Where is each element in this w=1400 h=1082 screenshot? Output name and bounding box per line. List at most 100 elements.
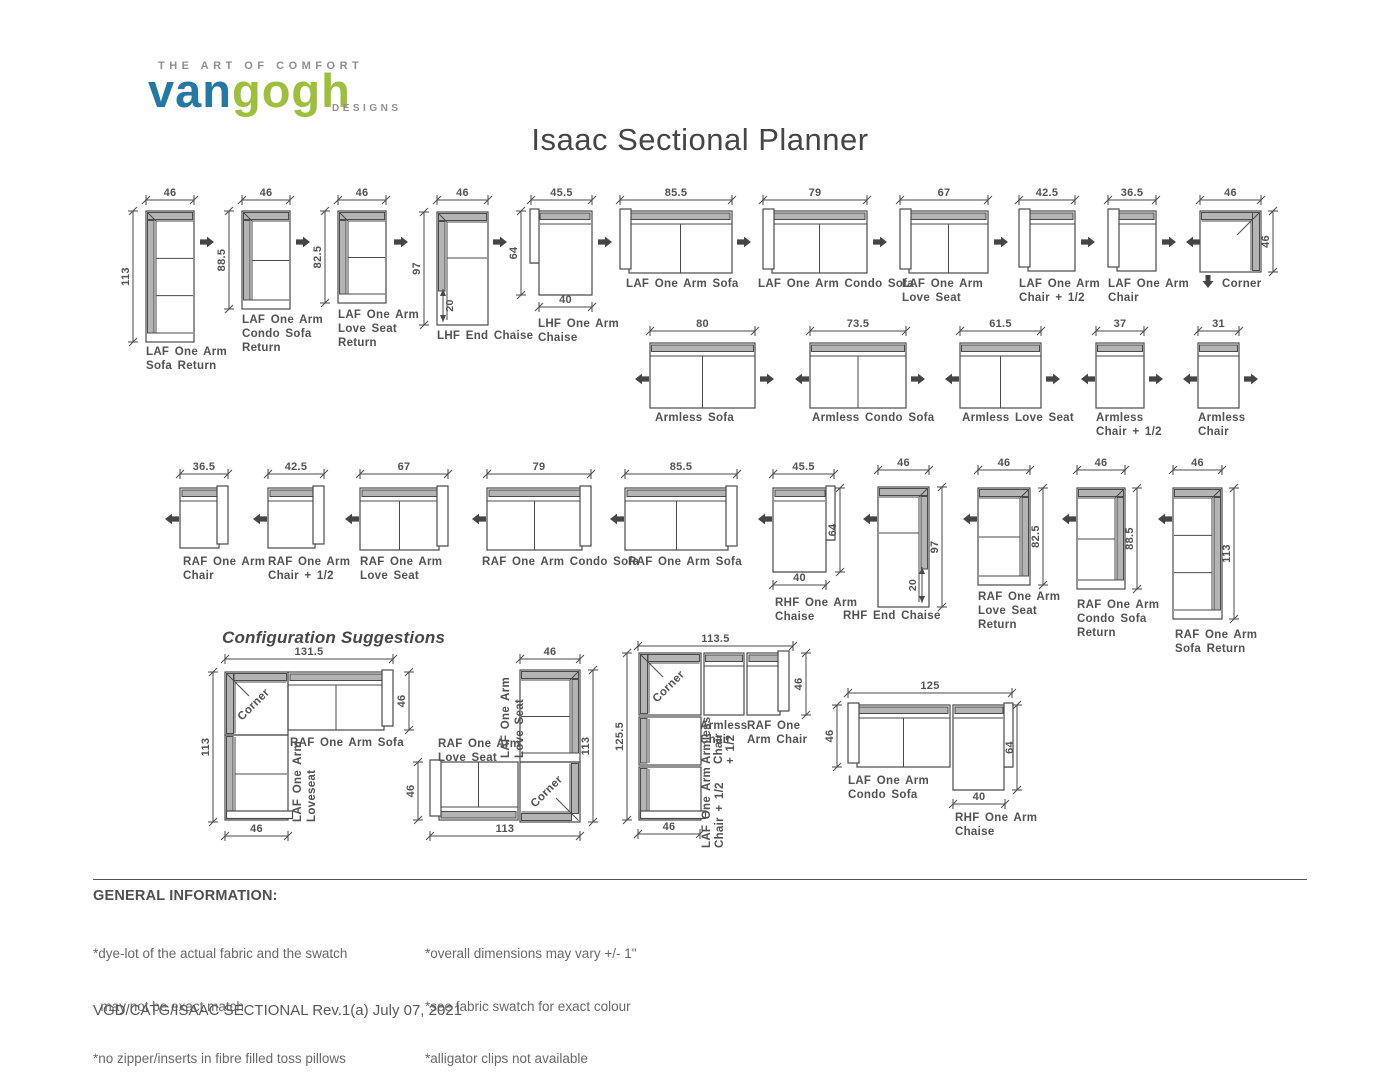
svg-text:20: 20 bbox=[907, 579, 919, 591]
armless-condo-sofa-dimension: 73.5 bbox=[805, 318, 911, 336]
laf-one-arm-love-seat-dimension: 67 bbox=[895, 187, 993, 205]
svg-text:Armless Condo Sofa: Armless Condo Sofa bbox=[812, 412, 935, 424]
config2-raf-one-arm-love-seat-dimension: 113 bbox=[425, 823, 585, 841]
laf-one-arm-chair-dimension: 36.5 bbox=[1103, 187, 1161, 205]
logo-word-van: van bbox=[148, 64, 232, 117]
flow-arrow-icon bbox=[345, 513, 359, 525]
config4-laf-one-arm-condo-sofa-dimension: 125 bbox=[843, 680, 1017, 698]
flow-arrow-icon bbox=[737, 236, 751, 248]
corner-label: Corner bbox=[1222, 278, 1261, 290]
svg-text:85.5: 85.5 bbox=[665, 187, 688, 199]
svg-text:46: 46 bbox=[1224, 187, 1237, 199]
note-line: *dye-lot of the actual fabric and the sw… bbox=[93, 946, 348, 961]
raf-one-arm-sofa-dimension: 85.5 bbox=[620, 461, 742, 479]
armless-chair-half-dimension: 37 bbox=[1091, 318, 1149, 336]
vangogh-logo: vangogh bbox=[148, 66, 351, 116]
laf-one-arm-love-seat-return-dimension: 46 bbox=[333, 187, 391, 205]
config3-laf-one-arm-chair-half-dimension: 46 bbox=[633, 821, 705, 839]
laf-one-arm-sofa-label: LAF One Arm Sofa bbox=[626, 278, 739, 290]
svg-text:46: 46 bbox=[260, 187, 273, 199]
flow-arrow-icon bbox=[795, 373, 809, 385]
svg-text:LHF End Chaise: LHF End Chaise bbox=[437, 330, 533, 342]
svg-text:88.5: 88.5 bbox=[216, 249, 228, 272]
divider-line bbox=[93, 879, 1307, 880]
svg-text:82.5: 82.5 bbox=[1030, 525, 1042, 548]
rhf-one-arm-chaise-dimension: 40 bbox=[768, 572, 831, 590]
flow-arrow-icon bbox=[635, 373, 649, 385]
config2-raf-one-arm-love-seat-dimension: 46 bbox=[405, 757, 423, 825]
svg-text:46: 46 bbox=[356, 187, 369, 199]
svg-text:67: 67 bbox=[938, 187, 951, 199]
armless-chair-dimension: 31 bbox=[1193, 318, 1244, 336]
flow-arrow-icon bbox=[760, 373, 774, 385]
logo-designs-text: DESIGNS bbox=[332, 103, 402, 114]
note-line: *see fabric swatch for exact colour bbox=[425, 998, 631, 1014]
rhf-one-arm-chaise-dimension: 45.5 bbox=[768, 461, 839, 479]
rhf-one-arm-chaise-dimension: 64 bbox=[827, 483, 845, 577]
laf-one-arm-condo-sofa-return-dimension: 88.5 bbox=[216, 206, 234, 314]
svg-text:46: 46 bbox=[405, 785, 417, 798]
config4-rhf-one-arm-chaise-dimension: 40 bbox=[948, 791, 1010, 809]
svg-text:46: 46 bbox=[998, 457, 1011, 469]
down-arrow-icon bbox=[1202, 275, 1214, 288]
raf-one-arm-chair-half-dimension: 42.5 bbox=[263, 461, 329, 479]
svg-text:ArmlessChair+ 1/2: ArmlessChair+ 1/2 bbox=[701, 717, 737, 765]
svg-text:46: 46 bbox=[793, 678, 805, 691]
raf-one-arm-condo-sofa-return-dimension: 88.5 bbox=[1124, 483, 1142, 594]
svg-text:46: 46 bbox=[824, 730, 836, 743]
general-info-notes-left: *dye-lot of the actual fabric and the sw… bbox=[93, 910, 347, 1082]
raf-one-arm-love-seat-return-dimension: 46 bbox=[973, 457, 1035, 475]
config2-corner-label: Corner bbox=[529, 774, 566, 811]
raf-one-arm-condo-sofa-dimension: 79 bbox=[482, 461, 596, 479]
svg-text:36.5: 36.5 bbox=[193, 461, 216, 473]
config2-laf-one-arm-love-seat-dimension: 113 bbox=[580, 665, 598, 827]
config1-laf-one-arm-loveseat-dimension: 131.5 bbox=[220, 646, 398, 664]
lhf-end-chaise-label: LHF End Chaise bbox=[437, 330, 533, 342]
svg-text:RAF One ArmChair: RAF One ArmChair bbox=[183, 556, 265, 582]
svg-text:113: 113 bbox=[200, 738, 212, 757]
svg-text:Corner: Corner bbox=[236, 687, 273, 724]
svg-text:RHF End Chaise: RHF End Chaise bbox=[843, 610, 941, 622]
svg-text:46: 46 bbox=[544, 646, 557, 658]
flow-arrow-icon bbox=[493, 236, 507, 248]
config3-corner-dimension: 125.5 bbox=[614, 648, 632, 825]
svg-text:37: 37 bbox=[1114, 318, 1127, 330]
flow-arrow-icon bbox=[165, 513, 179, 525]
raf-one-arm-love-seat-return-dimension: 82.5 bbox=[1030, 483, 1048, 590]
armless-love-seat-label: Armless Love Seat bbox=[962, 412, 1074, 424]
svg-text:ArmlessChair: ArmlessChair bbox=[1198, 412, 1246, 438]
flow-arrow-icon bbox=[394, 236, 408, 248]
svg-text:113.5: 113.5 bbox=[701, 633, 729, 645]
page-title: Isaac Sectional Planner bbox=[531, 122, 869, 157]
flow-arrow-icon bbox=[1183, 373, 1197, 385]
svg-text:46: 46 bbox=[396, 695, 408, 708]
config3-corner-dimension: 113.5 bbox=[633, 633, 798, 651]
svg-text:125: 125 bbox=[920, 680, 939, 692]
flow-arrow-icon bbox=[863, 513, 877, 525]
note-line: *alligator clips not available bbox=[425, 1051, 588, 1066]
config2-corner: Corner bbox=[519, 761, 581, 823]
flow-arrow-icon bbox=[1244, 373, 1258, 385]
svg-text:RAF One Arm Sofa: RAF One Arm Sofa bbox=[628, 556, 742, 568]
